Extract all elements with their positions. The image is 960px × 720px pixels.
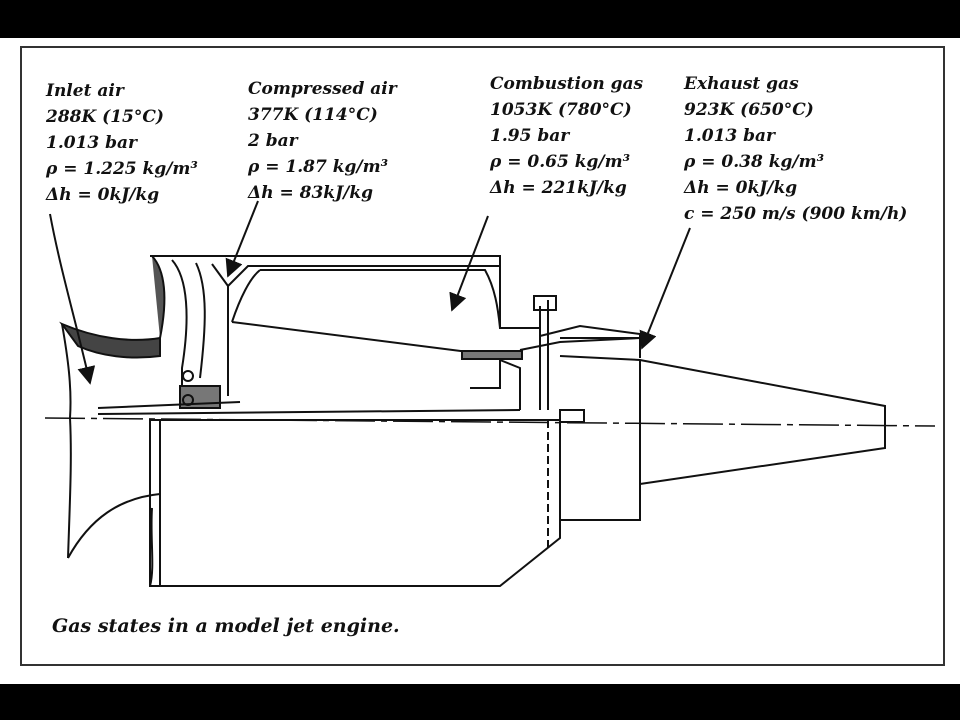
- exhaust-pointer: [639, 227, 691, 350]
- compressed-pointer: [225, 200, 259, 278]
- compressed-name: Compressed air: [248, 79, 397, 99]
- exhaust-density: ρ = 0.38 kg/m³: [684, 152, 825, 172]
- combustion-name: Combustion gas: [490, 74, 644, 94]
- combustion-temperature: 1053K (780°C): [490, 100, 632, 120]
- compressor-housing: [150, 255, 540, 329]
- inlet-enthalpy: Δh = 0kJ/kg: [46, 185, 160, 205]
- inlet-density: ρ = 1.225 kg/m³: [46, 159, 198, 179]
- combustion-pressure: 1.95 bar: [490, 126, 570, 146]
- inlet-name: Inlet air: [46, 81, 124, 101]
- combustion-liner: [231, 321, 501, 389]
- exhaust-nozzle: [559, 355, 886, 521]
- combustion-pointer: [449, 215, 489, 312]
- compressed-density: ρ = 1.87 kg/m³: [248, 157, 389, 177]
- exhaust-velocity: c = 250 m/s (900 km/h): [684, 204, 908, 224]
- inlet-temperature: 288K (15°C): [46, 107, 164, 127]
- exhaust-pressure: 1.013 bar: [684, 126, 776, 146]
- figure-caption: Gas states in a model jet engine.: [52, 615, 400, 637]
- turbine-disc: [461, 350, 523, 360]
- inlet-pressure: 1.013 bar: [46, 133, 138, 153]
- exhaust-gas-label: Exhaust gas 923K (650°C) 1.013 bar ρ = 0…: [684, 71, 907, 227]
- jet-engine-cross-section: [44, 200, 936, 587]
- diagram-border: [20, 46, 945, 666]
- exhaust-temperature: 923K (650°C): [684, 100, 814, 120]
- combustion-density: ρ = 0.65 kg/m³: [490, 152, 631, 172]
- engine-casing-lower: [149, 419, 561, 587]
- exhaust-enthalpy: Δh = 0kJ/kg: [684, 178, 798, 198]
- diagram-canvas: Inlet air 288K (15°C) 1.013 bar ρ = 1.22…: [0, 38, 960, 684]
- inlet-pointer: [49, 213, 96, 385]
- combustion-gas-label: Combustion gas 1053K (780°C) 1.95 bar ρ …: [490, 71, 643, 201]
- compressed-pressure: 2 bar: [248, 131, 298, 151]
- inlet-air-label: Inlet air 288K (15°C) 1.013 bar ρ = 1.22…: [46, 78, 198, 208]
- compressed-air-label: Compressed air 377K (114°C) 2 bar ρ = 1.…: [248, 76, 397, 206]
- compressed-temperature: 377K (114°C): [248, 105, 378, 125]
- combustion-enthalpy: Δh = 221kJ/kg: [490, 178, 627, 198]
- inlet-bellmouth: [59, 321, 161, 359]
- compressed-enthalpy: Δh = 83kJ/kg: [248, 183, 373, 203]
- exhaust-name: Exhaust gas: [684, 74, 799, 94]
